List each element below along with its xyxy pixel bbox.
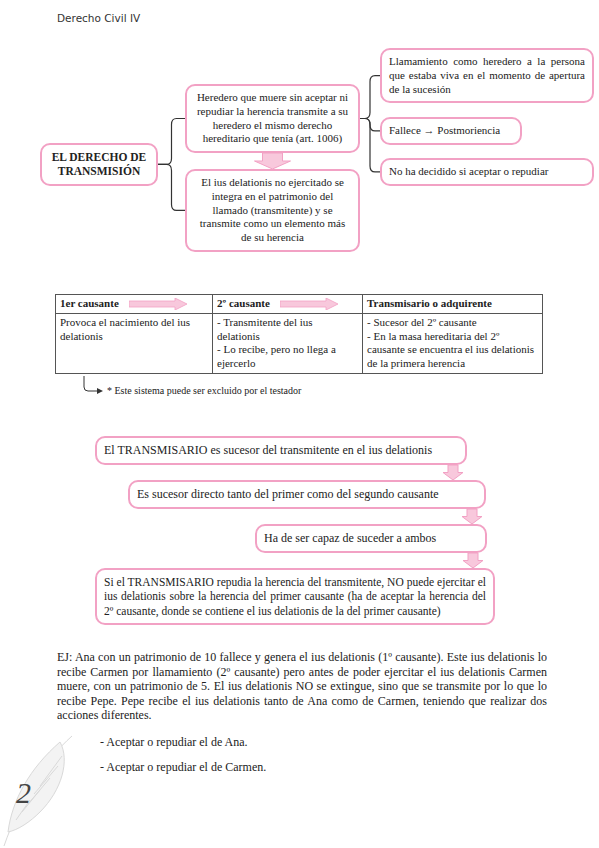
example-paragraph: EJ: Ana con un patrimonio de 10 fallece … [57,650,547,723]
table-cell-text: Provoca el nacimiento del ius delationis [60,316,208,344]
box-text: Fallece → Postmoriencia [389,124,513,138]
table-body-row: Provoca el nacimiento del ius delationis… [56,313,543,373]
flow-box: El TRANSMISARIO es sucesor del transmite… [95,436,467,465]
box-text: No ha decidido si aceptar o repudiar [389,165,585,179]
table-header-row: 1er causante 2º causante Transmisario o ad… [56,295,543,314]
table-header: 1er causante [60,297,119,309]
table-cell-text: - Sucesor del 2º causante [367,316,538,330]
box-text: Llamamiento como heredero a la persona q… [389,55,585,96]
table-cell-text: - Lo recibe, pero no llega a ejercerlo [217,343,358,371]
table-cell: - Transmitente del ius delationis- Lo re… [213,313,363,373]
header-arrow-shape [280,298,338,310]
note-text: * Este sistema puede ser excluido por el… [107,385,301,396]
example-bullet: - Aceptar o repudiar el de Carmen. [100,760,266,775]
brace-connector [158,119,185,165]
box-text: El ius delationis no ejercitado se integ… [194,176,351,245]
box-text: Es sucesor directo tanto del primer como… [137,487,477,502]
table-header: Transmisario o adquirente [367,297,492,309]
effect-box: El ius delationis no ejercitado se integ… [185,169,360,252]
page-header: Derecho Civil IV [57,12,140,24]
condition-box: No ha decidido si aceptar o repudiar [380,158,594,186]
box-text: El TRANSMISARIO es sucesor del transmite… [104,443,458,458]
table-cell: Provoca el nacimiento del ius delationis [56,313,213,373]
summary-table: 1er causante 2º causante Transmisario o ad… [55,294,543,374]
flow-box: Si el TRANSMISARIO repudia la herencia d… [95,568,495,625]
table-header-cell: 1er causante [56,295,213,314]
brace-connector [158,164,185,210]
block-arrow [255,153,291,169]
table-header-cell: Transmisario o adquirente [363,295,543,314]
note-hook-arrow [80,376,104,396]
definition-box: Heredero que muere sin aceptar ni repudi… [185,84,360,153]
header-arrow-shape [129,298,187,310]
condition-box: Fallece → Postmoriencia [380,117,522,145]
table-cell-text: - En la masa hereditaria del 2º causante… [367,330,538,371]
header-arrow [280,298,338,310]
note-hook-head [97,388,103,394]
condition-box: Llamamiento como heredero a la persona q… [380,48,594,103]
box-text: Heredero que muere sin aceptar ni repudi… [194,91,351,146]
example-bullet: - Aceptar o repudiar el de Ana. [100,735,248,750]
brace-connector [360,76,380,119]
table-header: 2º causante [217,297,270,309]
brace-connector [360,119,380,172]
flow-box: Ha de ser capaz de suceder a ambos [255,524,487,553]
box-text: Ha de ser capaz de suceder a ambos [264,531,478,546]
feather [4,736,72,846]
table-header-cell: 2º causante [213,295,363,314]
page-number: 2 [16,776,31,810]
table-cell: - Sucesor del 2º causante- En la masa he… [363,313,543,373]
box-text: EL DERECHO DE TRANSMISIÓN [49,150,149,179]
header-arrow [129,298,187,310]
block-arrow [443,465,463,480]
table-note: * Este sistema puede ser excluido por el… [80,376,301,396]
topic-box: EL DERECHO DE TRANSMISIÓN [40,143,158,186]
table-cell-text: - Transmitente del ius delationis [217,316,358,344]
block-arrow [463,553,483,568]
block-arrow [462,509,482,524]
flow-box: Es sucesor directo tanto del primer como… [128,480,486,509]
box-text: Si el TRANSMISARIO repudia la herencia d… [104,575,486,618]
note-hook-line [84,376,98,391]
